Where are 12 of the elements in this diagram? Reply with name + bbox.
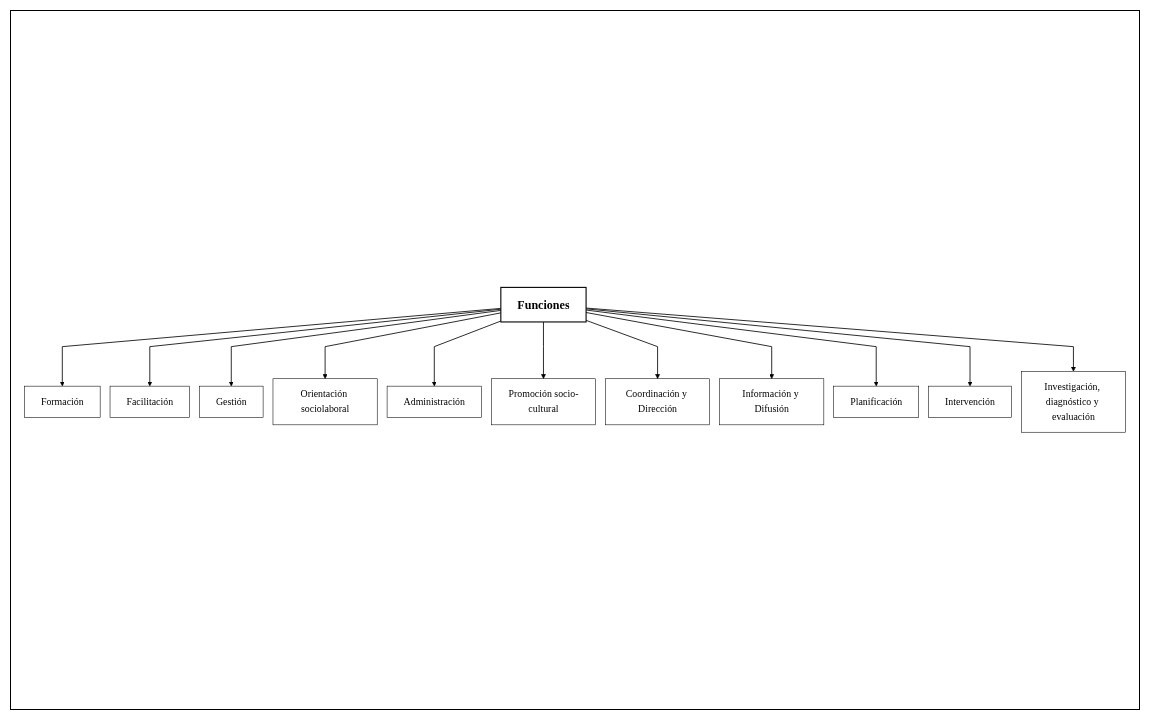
node-box: Facilitación bbox=[109, 386, 190, 418]
node-box: Gestión bbox=[199, 386, 264, 418]
node-box: Planificación bbox=[833, 386, 919, 418]
node-box: Funciones bbox=[500, 287, 587, 323]
node-box: Administración bbox=[386, 386, 482, 418]
node-box: Orientación sociolaboral bbox=[272, 378, 378, 426]
node-box: Coordinación y Dirección bbox=[605, 378, 710, 426]
node-box: Intervención bbox=[928, 386, 1012, 418]
node-box: Promoción socio-cultural bbox=[491, 378, 596, 426]
node-box: Investigación, diagnóstico y evaluación bbox=[1021, 371, 1126, 433]
node-box: Formación bbox=[24, 386, 101, 418]
node-box: Información y Difusión bbox=[719, 378, 825, 426]
